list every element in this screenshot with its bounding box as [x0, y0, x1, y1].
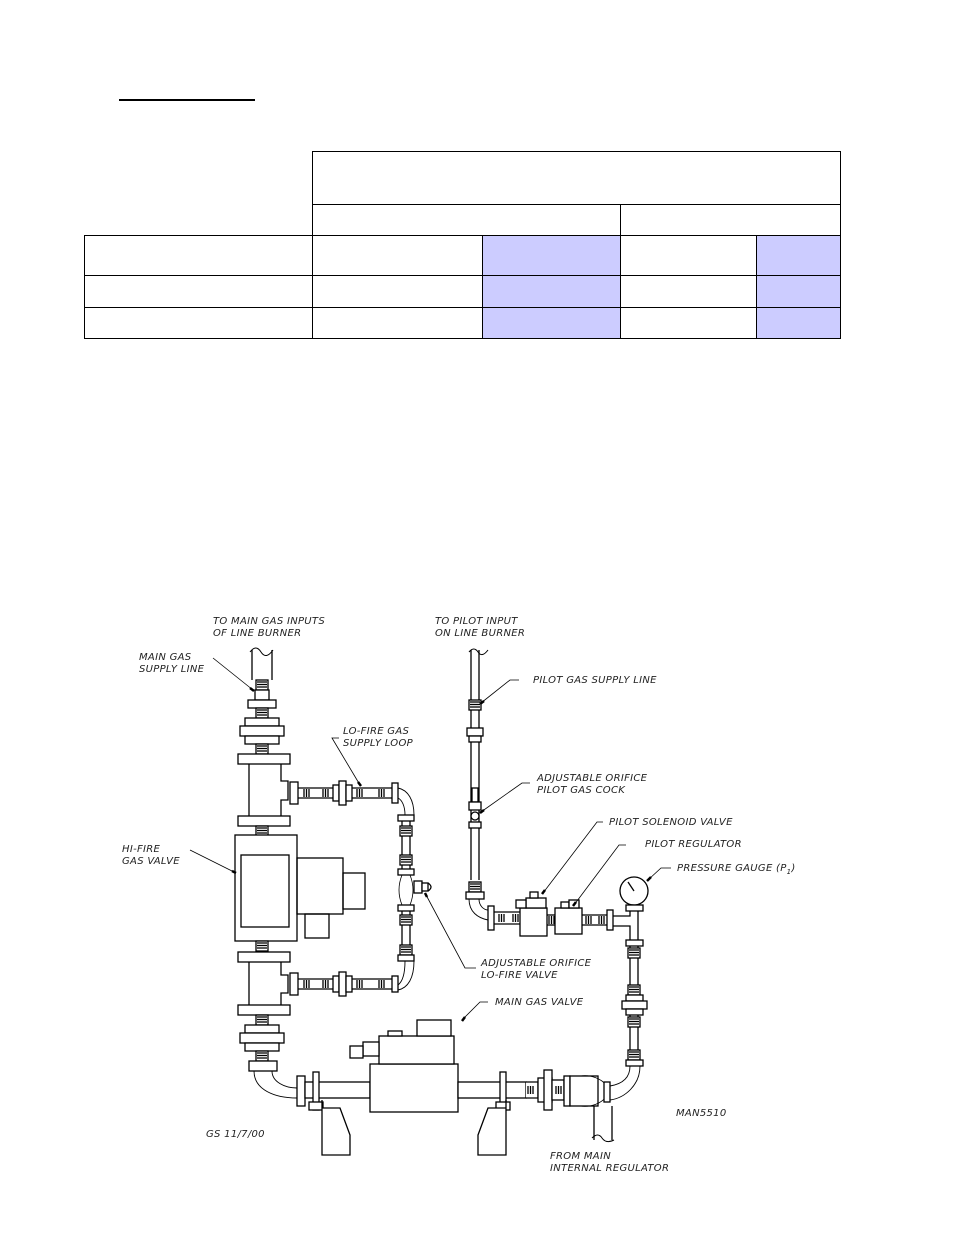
table-cell	[620, 307, 757, 339]
pressure-gauge	[619, 876, 649, 912]
table-cell	[312, 307, 483, 339]
table-cell-shaded	[482, 307, 621, 339]
label-from-main: FROM MAIN	[550, 1151, 611, 1162]
label-lo-fire-loop: LO-FIRE GAS	[343, 726, 409, 737]
label-internal-regulator: INTERNAL REGULATOR	[550, 1163, 669, 1174]
label-pilot-regulator: PILOT REGULATOR	[645, 839, 742, 850]
label-lo-fire-loop-2: SUPPLY LOOP	[343, 738, 414, 749]
main-gas-supply-line	[239, 647, 285, 755]
label-main-gas-valve: MAIN GAS VALVE	[495, 997, 584, 1008]
table-cell-shaded	[482, 235, 621, 276]
label-pilot-solenoid-valve: PILOT SOLENOID VALVE	[609, 817, 733, 828]
table-cell	[312, 235, 483, 276]
main-gas-valve	[296, 1019, 615, 1156]
label-hi-fire-gas-valve: GAS VALVE	[122, 856, 180, 867]
row-label	[84, 307, 313, 339]
table-row	[84, 275, 841, 308]
table-cell-shaded	[756, 275, 841, 308]
label-main-gas-supply: MAIN GAS	[139, 652, 192, 663]
table-cell-shaded	[756, 235, 841, 276]
hi-fire-gas-valve	[234, 834, 366, 952]
section-heading-underline	[119, 99, 255, 101]
pilot-solenoid-valve	[487, 891, 548, 937]
label-to-pilot-input-2: ON LINE BURNER	[435, 628, 525, 639]
label-to-main-gas-inputs: TO MAIN GAS INPUTS	[213, 616, 325, 627]
table-cell-shaded	[756, 307, 841, 339]
row-label	[84, 275, 313, 308]
upper-tee-fitting	[237, 753, 291, 837]
table-row	[84, 235, 841, 276]
spec-table	[84, 151, 841, 339]
drawing-id: MAN5510	[676, 1108, 727, 1119]
label-hi-fire: HI-FIRE	[122, 844, 161, 855]
table-cell-shaded	[482, 275, 621, 308]
pilot-gas-supply-line	[465, 648, 489, 921]
pilot-riser	[609, 911, 648, 1101]
table-cell	[312, 275, 483, 308]
pilot-regulator	[547, 899, 614, 935]
label-main-gas-supply-2: SUPPLY LINE	[139, 664, 205, 675]
lower-tee-fitting	[237, 951, 298, 1099]
label-pilot-gas-supply-line: PILOT GAS SUPPLY LINE	[533, 675, 657, 686]
lo-fire-loop	[289, 780, 432, 997]
table-row	[84, 307, 841, 339]
author-date: GS 11/7/00	[206, 1129, 265, 1140]
label-pilot-gas-cock: PILOT GAS COCK	[537, 785, 626, 796]
leader-lines	[189, 657, 671, 1022]
label-lo-fire-valve: LO-FIRE VALVE	[481, 970, 558, 981]
label-adjustable-orifice-pilot: ADJUSTABLE ORIFICE	[536, 773, 648, 784]
label-to-pilot-input: TO PILOT INPUT	[435, 616, 518, 627]
label-adjustable-orifice-lofire: ADJUSTABLE ORIFICE	[480, 958, 592, 969]
table-cell	[620, 275, 757, 308]
label-to-main-gas-inputs-2: OF LINE BURNER	[213, 628, 301, 639]
label-pressure-gauge: PRESSURE GAUGE (P1)	[677, 863, 796, 876]
